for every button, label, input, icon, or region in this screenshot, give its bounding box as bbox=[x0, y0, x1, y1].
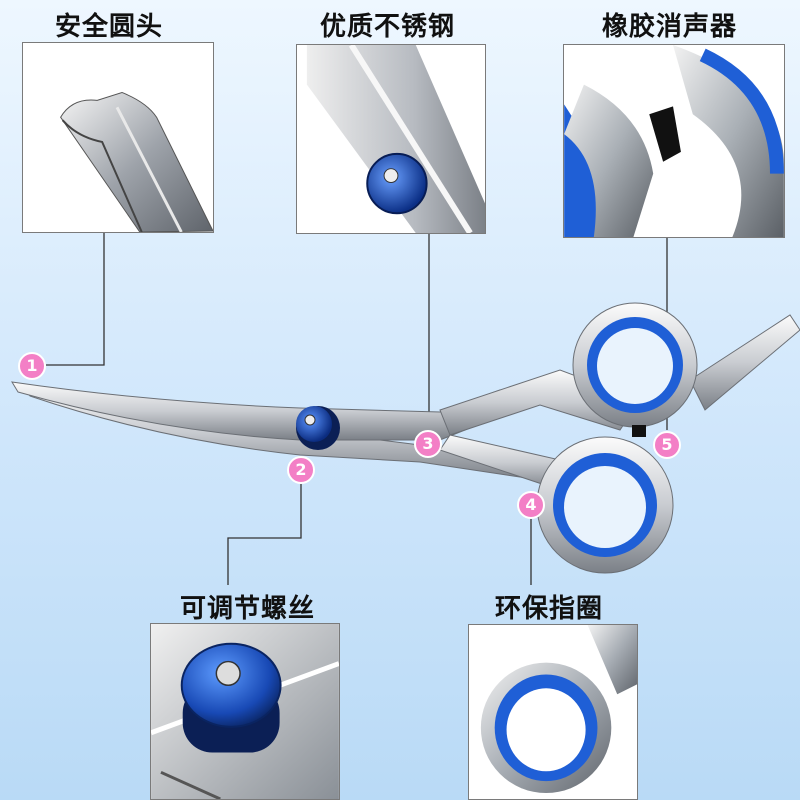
badge-3: 3 bbox=[414, 430, 442, 458]
caption-finger-ring: 环保指圈 bbox=[495, 594, 604, 624]
badge-5: 5 bbox=[653, 431, 681, 459]
badge-2: 2 bbox=[287, 456, 315, 484]
caption-adjustable-screw: 可调节螺丝 bbox=[180, 594, 316, 624]
silencer-closeup bbox=[564, 45, 784, 237]
steel-closeup bbox=[306, 45, 485, 233]
screw-closeup bbox=[151, 624, 339, 799]
badge-4: 4 bbox=[517, 491, 545, 519]
caption-rubber-silencer: 橡胶消声器 bbox=[602, 12, 738, 42]
round-tip-closeup bbox=[60, 91, 213, 232]
caption-safe-round-tip: 安全圆头 bbox=[55, 12, 164, 42]
panel-adjustable-screw bbox=[150, 623, 340, 800]
badge-1: 1 bbox=[18, 352, 46, 380]
panel-finger-ring bbox=[468, 624, 638, 800]
panel-round-tip bbox=[22, 42, 214, 233]
panel-stainless-steel bbox=[296, 44, 486, 234]
scissors-illustration bbox=[11, 302, 800, 574]
panel-rubber-silencer bbox=[563, 44, 785, 238]
caption-stainless-steel: 优质不锈钢 bbox=[320, 12, 456, 42]
finger-ring-closeup bbox=[480, 625, 637, 794]
